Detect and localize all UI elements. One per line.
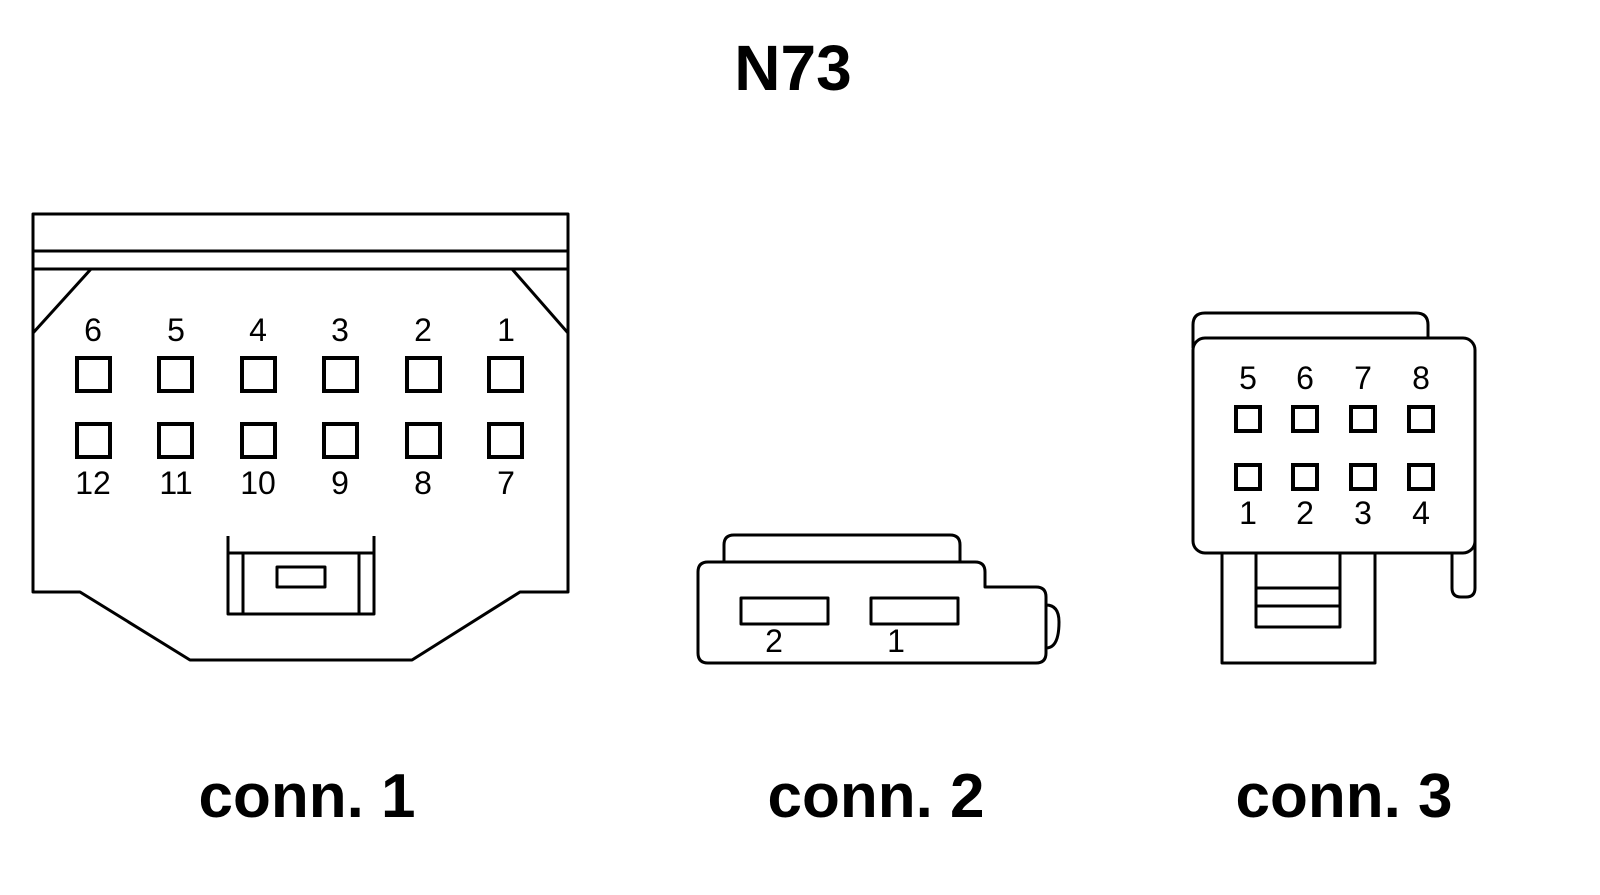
connector-3-pin-label: 4	[1412, 495, 1430, 531]
connector-3: 5 6 7 8 1 2 3 4 conn. 3	[1191, 311, 1477, 831]
connector-1-latch-slot	[275, 565, 327, 589]
connector-1-pin-3	[322, 356, 359, 393]
connector-1-latch	[226, 536, 376, 616]
connector-3-pin-1	[1234, 463, 1262, 491]
connector-2-pin-1	[869, 596, 960, 626]
connector-3-pin-label: 5	[1239, 360, 1257, 396]
connector-3-pin-6	[1291, 405, 1319, 433]
connector-2-pin-label: 1	[887, 623, 905, 659]
connector-3-back-shell	[1191, 311, 1430, 348]
connector-3-pin-5	[1234, 405, 1262, 433]
connector-1-pin-label: 11	[159, 465, 192, 501]
connector-1-bevel-right	[510, 268, 570, 334]
connector-1-pin-7	[487, 422, 524, 459]
connector-1-pin-12	[75, 422, 112, 459]
connector-1-pin-11	[157, 422, 194, 459]
connector-3-pin-label: 6	[1296, 360, 1314, 396]
connector-2-housing	[696, 560, 1048, 665]
connector-3-pin-label: 7	[1354, 360, 1372, 396]
connector-1-pin-label: 5	[167, 312, 185, 348]
connector-1-pin-label: 9	[331, 465, 349, 501]
connector-1-pin-label: 2	[414, 312, 432, 348]
connector-3-top-row: 5 6 7 8	[1234, 360, 1435, 433]
connector-3-latch-body	[1220, 553, 1377, 665]
connector-3-pin-label: 3	[1354, 495, 1372, 531]
connector-1-pin-label: 8	[414, 465, 432, 501]
connector-2: 2 1 conn. 2	[696, 533, 1061, 831]
connector-3-pin-7	[1349, 405, 1377, 433]
diagram-title: N73	[734, 32, 851, 104]
connector-1-bevel-left	[31, 267, 93, 335]
connector-1-housing	[31, 212, 570, 662]
connector-1-pin-label: 10	[240, 465, 276, 501]
connector-1-pin-label: 7	[497, 465, 515, 501]
connector-1-pin-label: 6	[84, 312, 102, 348]
connector-3-pin-4	[1407, 463, 1435, 491]
connector-3-pin-3	[1349, 463, 1377, 491]
connector-3-pin-8	[1407, 405, 1435, 433]
connector-1-top-row: 6 5 4 3 2 1	[75, 312, 524, 393]
connector-1-pin-label: 12	[75, 465, 111, 501]
connector-1: 6 5 4 3 2 1 12 11 10 9 8 7 conn. 1	[31, 212, 570, 831]
connector-3-side-clip	[1450, 540, 1477, 599]
connector-1-caption: conn. 1	[198, 762, 415, 831]
connector-1-pin-10	[240, 422, 277, 459]
connector-1-pin-6	[75, 356, 112, 393]
connector-1-pin-1	[487, 356, 524, 393]
connector-1-pin-4	[240, 356, 277, 393]
connector-1-pin-5	[157, 356, 194, 393]
connector-1-pin-8	[405, 422, 442, 459]
connector-1-latch-frame	[226, 551, 376, 616]
connector-3-pin-2	[1291, 463, 1319, 491]
connector-3-latch	[1220, 551, 1377, 665]
connector-1-pin-label: 4	[249, 312, 267, 348]
connector-3-pin-label: 2	[1296, 495, 1314, 531]
connector-1-pin-2	[405, 356, 442, 393]
connector-1-pin-label: 3	[331, 312, 349, 348]
connector-1-bottom-row: 12 11 10 9 8 7	[75, 422, 524, 501]
connector-1-pin-9	[322, 422, 359, 459]
connector-2-pin-2	[739, 596, 830, 626]
connector-2-pin-label: 2	[765, 623, 783, 659]
connector-3-latch-slot	[1254, 551, 1342, 629]
connector-2-side-tab	[1045, 603, 1061, 650]
connector-1-pin-label: 1	[497, 312, 515, 348]
connector-3-bottom-row: 1 2 3 4	[1234, 463, 1435, 531]
connector-3-housing	[1191, 336, 1477, 555]
connector-3-pin-label: 8	[1412, 360, 1430, 396]
connector-2-top-cap	[722, 533, 962, 562]
connector-3-caption: conn. 3	[1235, 762, 1452, 831]
connector-3-pin-label: 1	[1239, 495, 1257, 531]
connector-2-caption: conn. 2	[767, 762, 984, 831]
